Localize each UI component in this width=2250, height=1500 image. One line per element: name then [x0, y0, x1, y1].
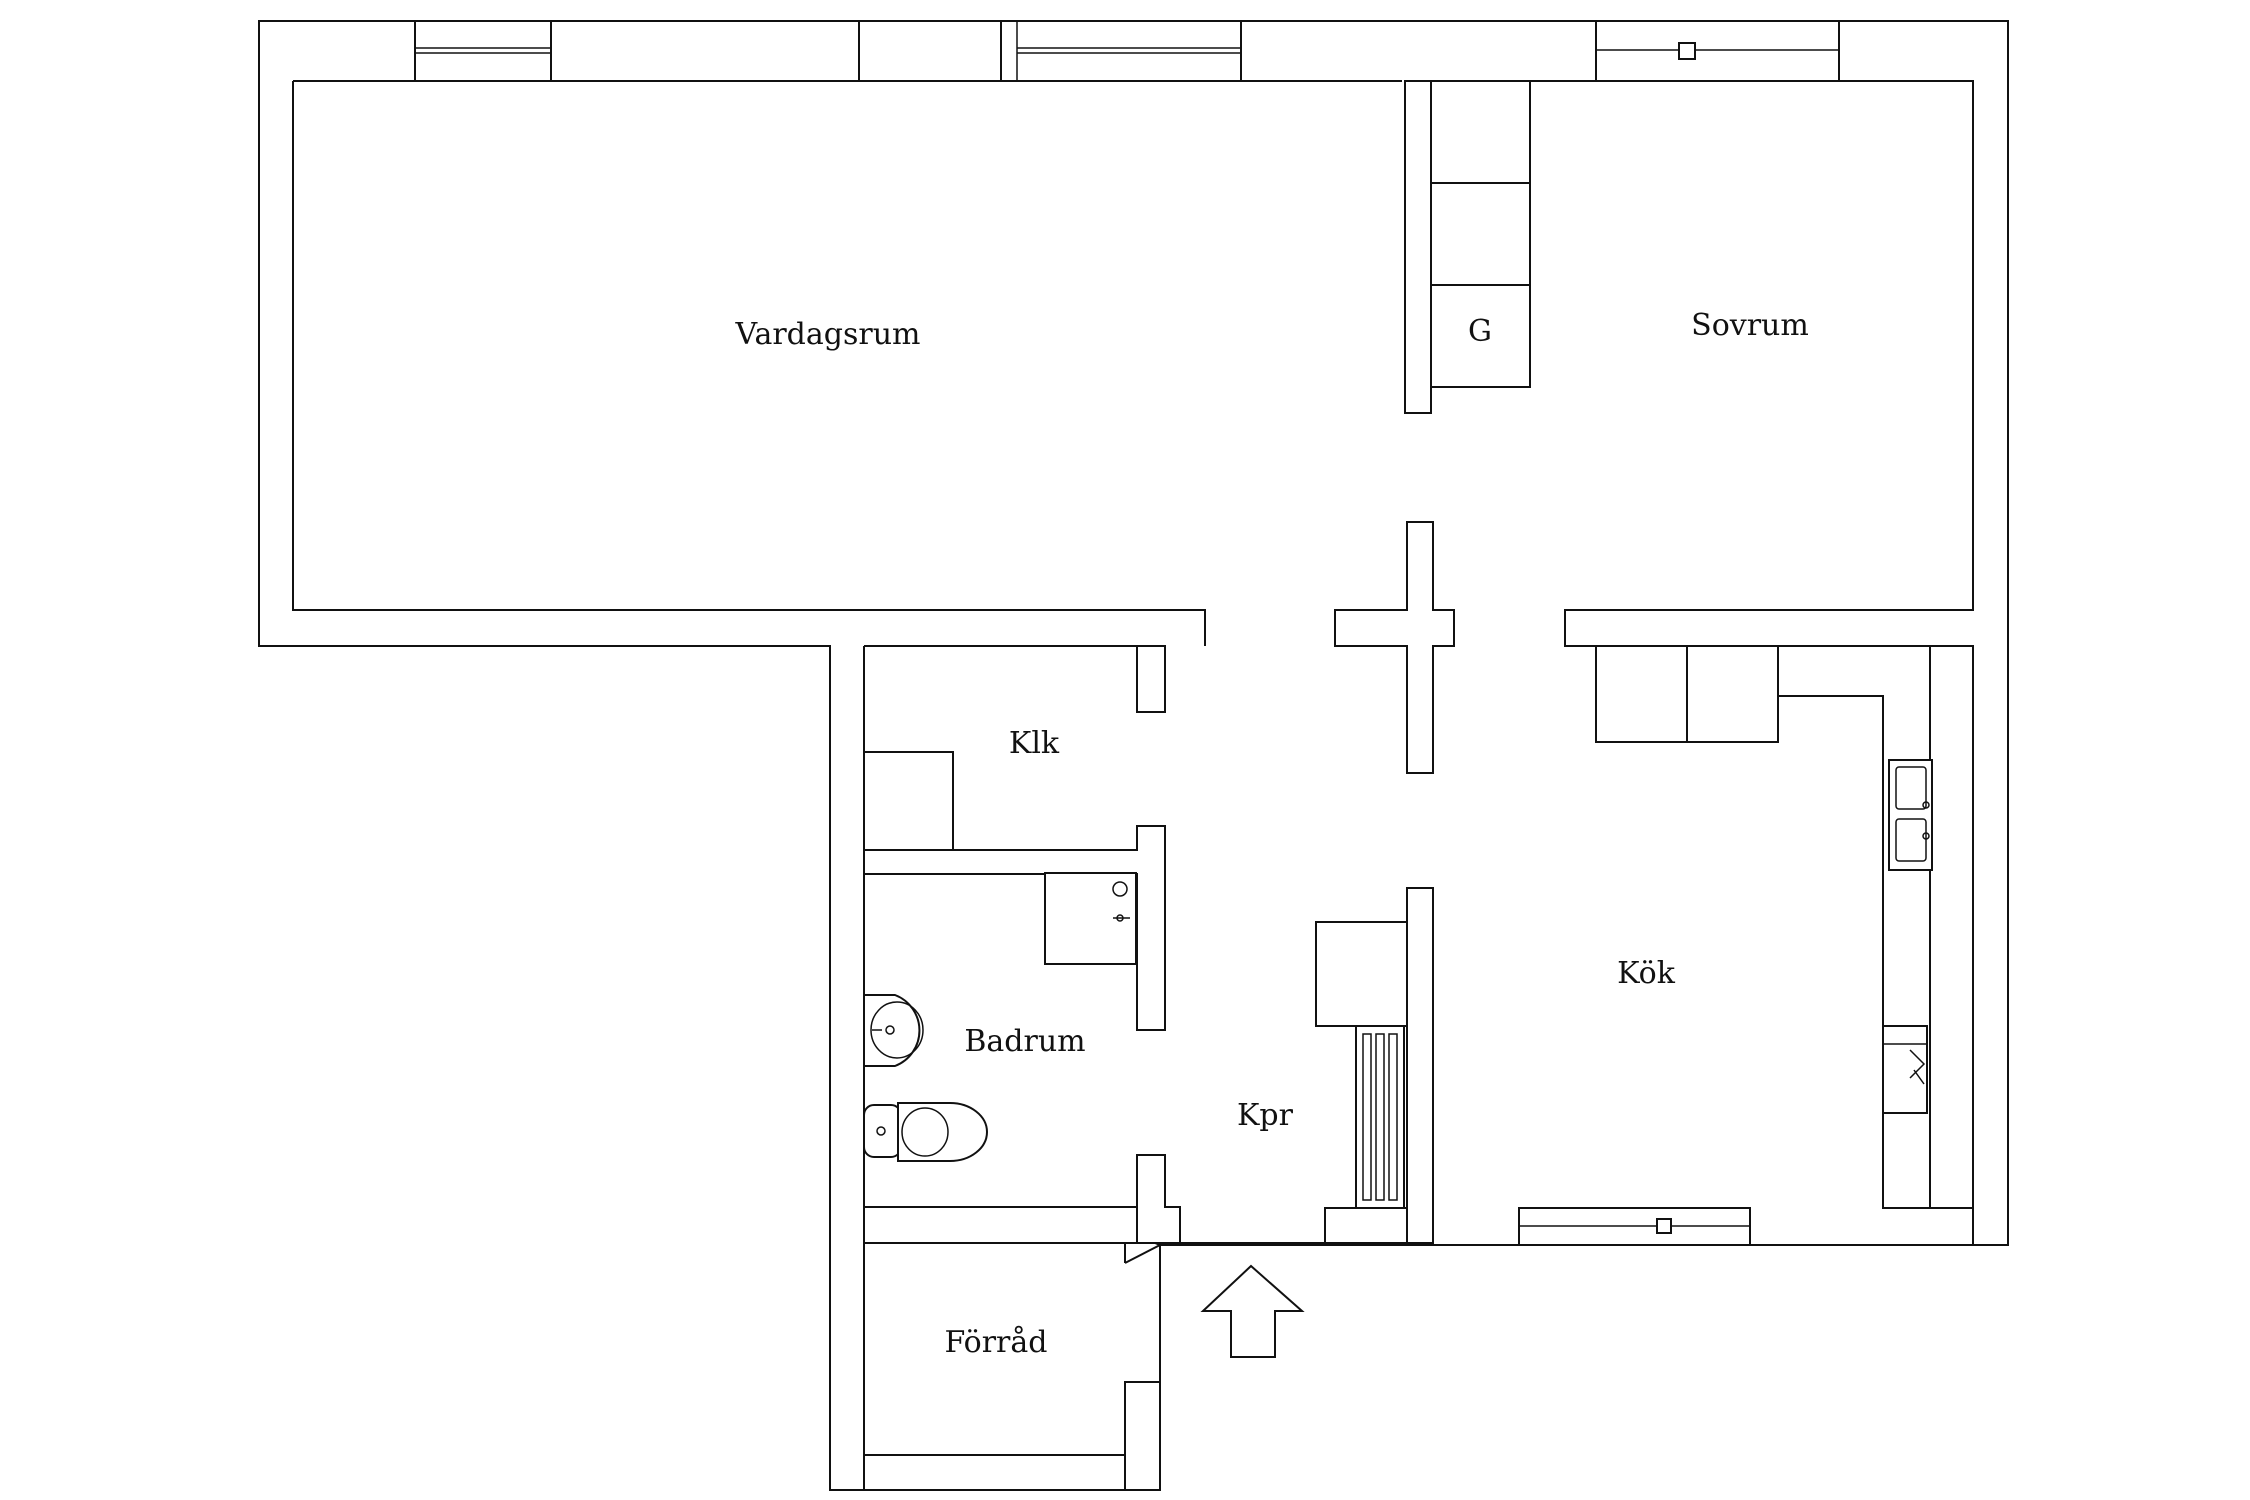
- toilet: [863, 1102, 988, 1162]
- wall-hall-kitchen: [1160, 887, 1434, 1244]
- radiator: [1355, 1025, 1405, 1209]
- wall-klk-bath: [863, 645, 1181, 1491]
- window-kitchen: [1518, 1207, 1751, 1246]
- wardrobe-g: G: [1430, 80, 1531, 388]
- stove: [1882, 1025, 1928, 1114]
- wall-cross-hall: [1334, 521, 1455, 774]
- shower: [1044, 872, 1137, 965]
- klk-closet: [864, 751, 954, 850]
- room-label-forrad: Förråd: [944, 1325, 1047, 1360]
- wall-storage: [864, 1242, 1161, 1456]
- kitchen-counter-top: [1595, 645, 1974, 1209]
- window-top-left: [414, 20, 860, 82]
- sink: [863, 994, 924, 1067]
- window-top-middle: [1000, 20, 1242, 82]
- wall-living-bedroom: [1404, 80, 1432, 414]
- room-label-vardagsrum: Vardagsrum: [735, 317, 921, 352]
- arrow-up-icon: [1200, 1264, 1305, 1358]
- room-label-kpr: Kpr: [1237, 1098, 1294, 1133]
- kitchen-sink: [1888, 759, 1933, 871]
- room-label-garderob: G: [1468, 314, 1492, 349]
- room-label-badrum: Badrum: [964, 1024, 1085, 1059]
- room-label-kok: Kök: [1617, 956, 1676, 991]
- room-label-sovrum: Sovrum: [1691, 308, 1809, 343]
- window-top-right: [1595, 20, 1840, 82]
- outer-wall: [258, 20, 2009, 1491]
- room-label-klk: Klk: [1009, 726, 1060, 761]
